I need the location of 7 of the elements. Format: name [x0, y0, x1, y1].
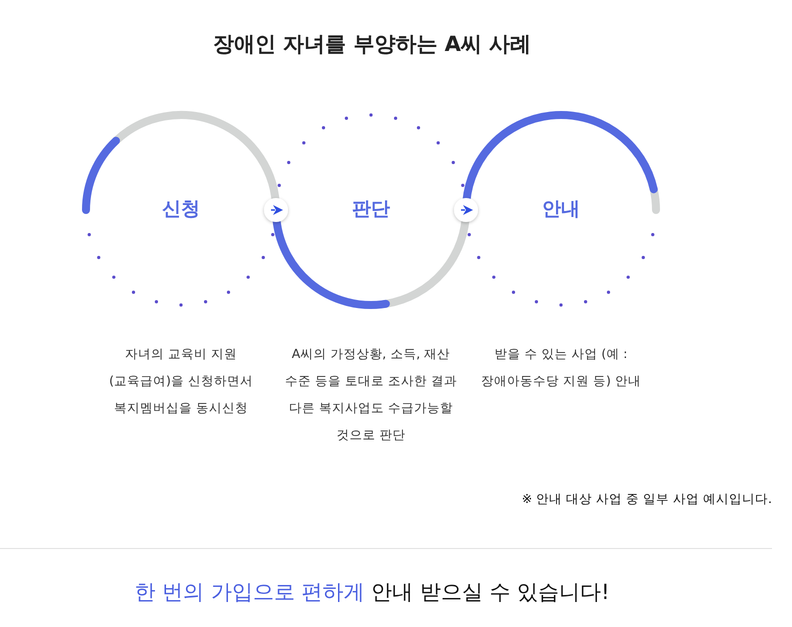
- step-description: 받을 수 있는 사업 (예 : 장애아동수당 지원 등) 안내: [480, 345, 642, 390]
- closing-text: 한 번의 가입으로 편하게: [134, 580, 364, 604]
- closing-text: 안내 받으실 수 있습니다!: [371, 580, 610, 604]
- step-description: A씨의 가정상황, 소득, 재산 수준 등을 토대로 조사한 결과 다른 복지사업도 수급가능할 것으로 판단: [284, 345, 458, 444]
- footnote: ※ 안내 대상 사업 중 일부 사업 예시입니다.: [522, 491, 772, 508]
- step-description: 자녀의 교육비 지원 (교육급여)을 신청하면서 복지멤버십을 동시신청: [108, 345, 254, 417]
- title: 장애인 자녀를 부양하는 A씨 사례: [212, 31, 532, 58]
